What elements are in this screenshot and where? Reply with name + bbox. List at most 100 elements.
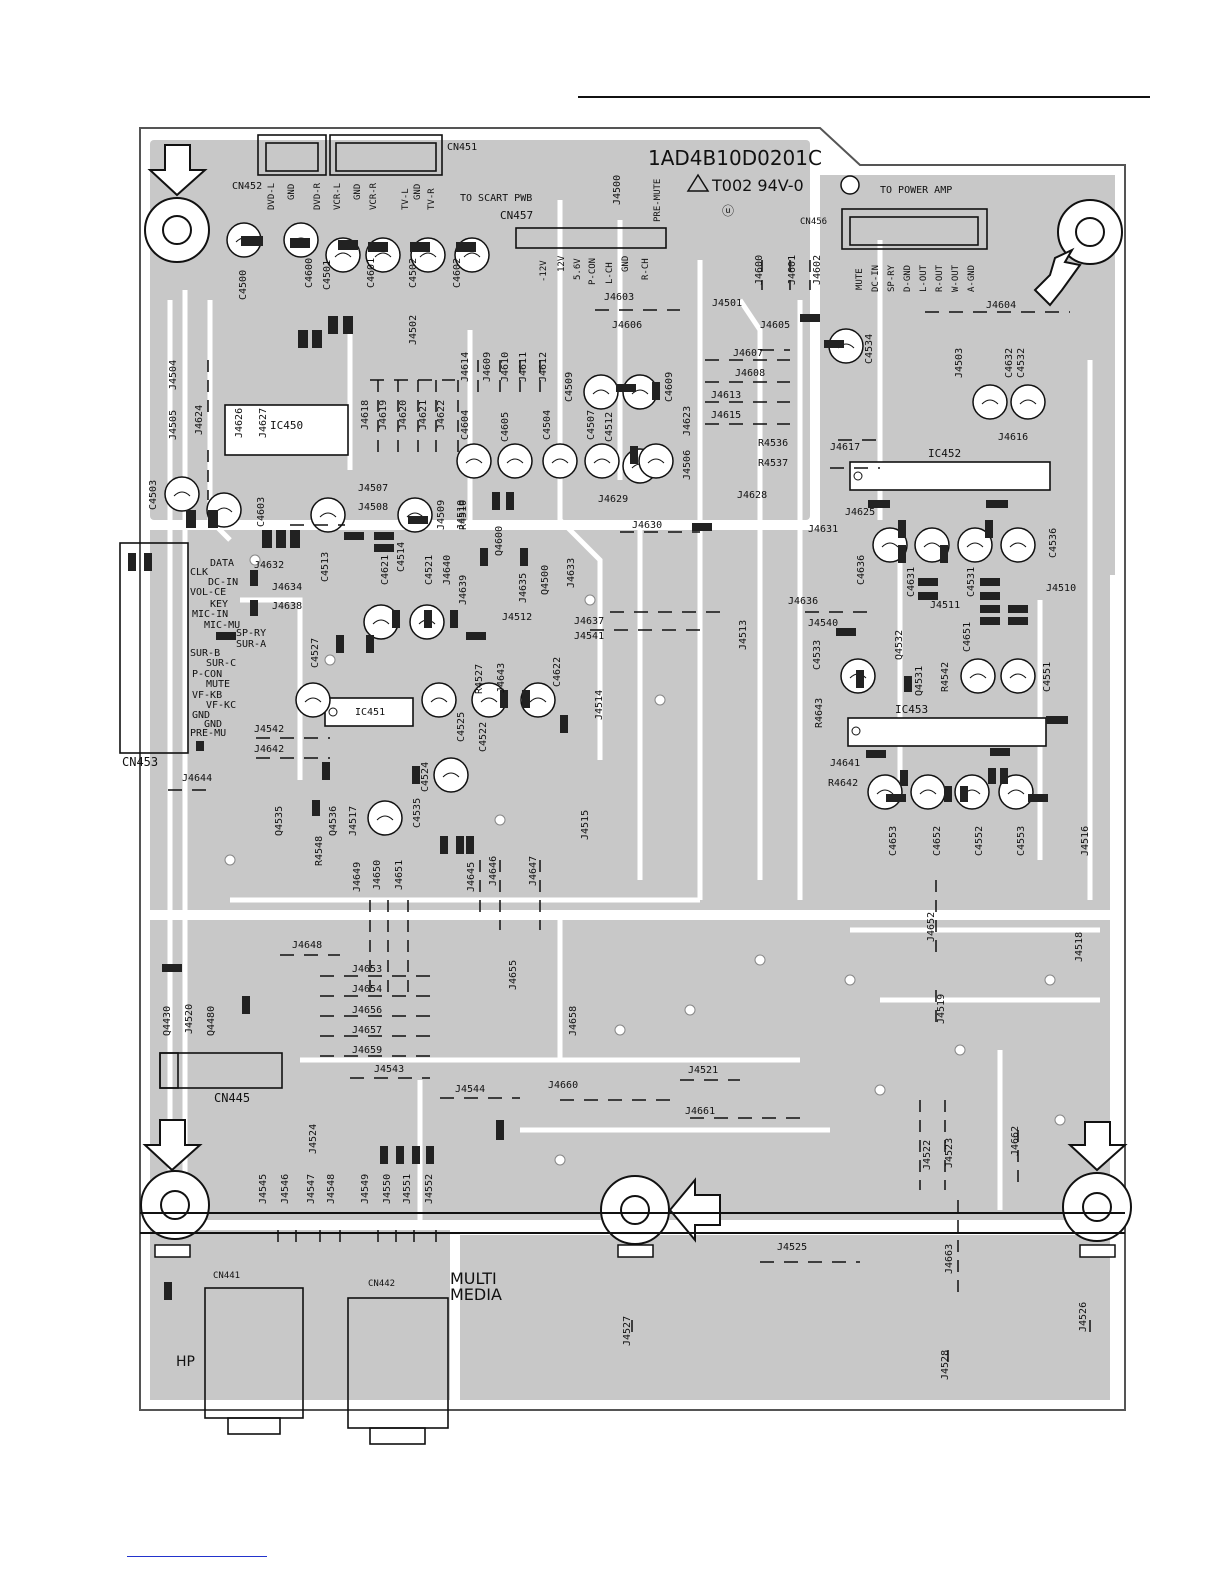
smd-resistor-footprint bbox=[800, 314, 820, 322]
label: J4527 bbox=[622, 1316, 633, 1346]
label: J4518 bbox=[1074, 932, 1085, 962]
capacitor-footprint bbox=[164, 476, 200, 512]
smd-resistor-footprint bbox=[1046, 716, 1068, 724]
cn453-pin: VOL-CE bbox=[190, 587, 226, 598]
label: J4648 bbox=[292, 940, 322, 951]
label: J4627 bbox=[258, 408, 269, 438]
pre-mute-label: PRE-MUTE bbox=[653, 179, 663, 222]
cn451-pin: GND bbox=[353, 184, 363, 200]
label: J4640 bbox=[442, 555, 453, 585]
smd-resistor-footprint bbox=[940, 545, 948, 563]
smd-resistor-footprint bbox=[496, 1120, 504, 1140]
smd-resistor-footprint bbox=[918, 578, 938, 586]
label: J4525 bbox=[777, 1242, 807, 1253]
label: J4618 bbox=[360, 400, 371, 430]
to-power-amp-label: TO POWER AMP bbox=[880, 185, 952, 196]
cn453-pin: DATA bbox=[210, 558, 234, 569]
label: J4510 bbox=[456, 500, 467, 530]
cn456-pin: A-GND bbox=[967, 265, 977, 292]
smd-resistor-footprint bbox=[450, 610, 458, 628]
label: J4552 bbox=[424, 1174, 435, 1204]
label: C4621 bbox=[380, 555, 391, 585]
smd-resistor-footprint bbox=[396, 1146, 404, 1164]
smd-resistor-footprint bbox=[456, 242, 476, 252]
label: J4650 bbox=[372, 860, 383, 890]
hp-label: HP bbox=[176, 1354, 195, 1370]
label: J4632 bbox=[254, 560, 284, 571]
cn451-label: CN451 bbox=[447, 142, 477, 153]
cn442-label: CN442 bbox=[368, 1279, 395, 1289]
label: C4602 bbox=[452, 258, 463, 288]
cn457-pin: -12V bbox=[539, 260, 549, 282]
smd-resistor-footprint bbox=[522, 690, 530, 708]
label: R4642 bbox=[828, 778, 858, 789]
capacitor-polarity-mark bbox=[465, 458, 483, 464]
ur-mark-icon: ⓤ bbox=[722, 204, 734, 218]
cut-lines bbox=[140, 1212, 1125, 1234]
up-right-arrow-icon bbox=[1033, 247, 1082, 307]
cn451-pin: VCR-R bbox=[369, 182, 379, 210]
smd-resistor-footprint bbox=[412, 1146, 420, 1164]
cn453-pin: DC-IN bbox=[208, 577, 238, 588]
horizontal-labels: J4603 J4606 J4501 J4605 J4607 J4608 J461… bbox=[182, 292, 1076, 1253]
label: J4504 bbox=[168, 360, 179, 390]
label: J4625 bbox=[845, 507, 875, 518]
label: C4501 bbox=[322, 260, 333, 290]
label: J4542 bbox=[254, 724, 284, 735]
capacitor-footprint bbox=[421, 682, 457, 718]
down-arrow-icon-3 bbox=[1067, 1121, 1128, 1172]
capacitor-polarity-mark bbox=[631, 389, 649, 395]
capacitor-polarity-mark bbox=[374, 252, 392, 258]
capacitor-footprint bbox=[960, 658, 996, 694]
capacitor-polarity-mark bbox=[376, 815, 394, 821]
label: J4500 bbox=[612, 175, 623, 205]
label: J4654 bbox=[352, 984, 382, 995]
smd-resistor-footprint bbox=[322, 762, 330, 780]
label: J4639 bbox=[458, 575, 469, 605]
label: J4516 bbox=[1080, 826, 1091, 856]
capacitor-footprint bbox=[497, 443, 533, 479]
label: J4643 bbox=[496, 663, 507, 693]
label: J4638 bbox=[272, 601, 302, 612]
smd-resistor-footprint bbox=[374, 544, 394, 552]
label: J4623 bbox=[682, 406, 693, 436]
cn453-pin: GND bbox=[204, 719, 222, 730]
label: Q4536 bbox=[328, 806, 339, 836]
smd-resistor-footprint bbox=[918, 592, 938, 600]
label: J4550 bbox=[382, 1174, 393, 1204]
label: C4653 bbox=[888, 826, 899, 856]
cn453-pin: GND bbox=[192, 710, 210, 721]
smd-resistor-footprint bbox=[276, 530, 286, 548]
label: J4544 bbox=[455, 1084, 485, 1095]
ic452-label: IC452 bbox=[928, 447, 961, 460]
capacitor-polarity-mark bbox=[319, 512, 337, 518]
media-label: MEDIA bbox=[450, 1285, 502, 1304]
label: J4545 bbox=[258, 1174, 269, 1204]
label: J4655 bbox=[508, 960, 519, 990]
label: J4605 bbox=[760, 320, 790, 331]
cn453-pin: PRE-MU bbox=[190, 728, 226, 739]
label: Q4480 bbox=[206, 1006, 217, 1036]
label: J4546 bbox=[280, 1174, 291, 1204]
smd-resistor-footprint bbox=[1008, 605, 1028, 613]
label: J4615 bbox=[711, 410, 741, 421]
label: C4512 bbox=[604, 412, 615, 442]
capacitor-polarity-mark bbox=[529, 697, 547, 703]
cn457-pin-labels: -12V 12V 5.6V P-CON L-CH GND R-CH PRE-MU… bbox=[539, 179, 663, 285]
label: J4645 bbox=[466, 862, 477, 892]
ic-outlines bbox=[224, 404, 1051, 747]
label: C4552 bbox=[974, 826, 985, 856]
cn451-pin: DVD-L bbox=[267, 183, 277, 210]
label: R4548 bbox=[314, 836, 325, 866]
cn451-pin: TV-L bbox=[401, 188, 411, 210]
cn453-pin: SUR-C bbox=[206, 658, 236, 669]
label: C4601 bbox=[366, 258, 377, 288]
label: J4549 bbox=[360, 1174, 371, 1204]
vias bbox=[224, 554, 1066, 1166]
capacitor-polarity-mark bbox=[923, 542, 941, 548]
label: J4622 bbox=[436, 400, 447, 430]
label: J4621 bbox=[418, 400, 429, 430]
label: J4626 bbox=[234, 408, 245, 438]
smd-resistor-footprint bbox=[242, 996, 250, 1014]
label: J4501 bbox=[712, 298, 742, 309]
